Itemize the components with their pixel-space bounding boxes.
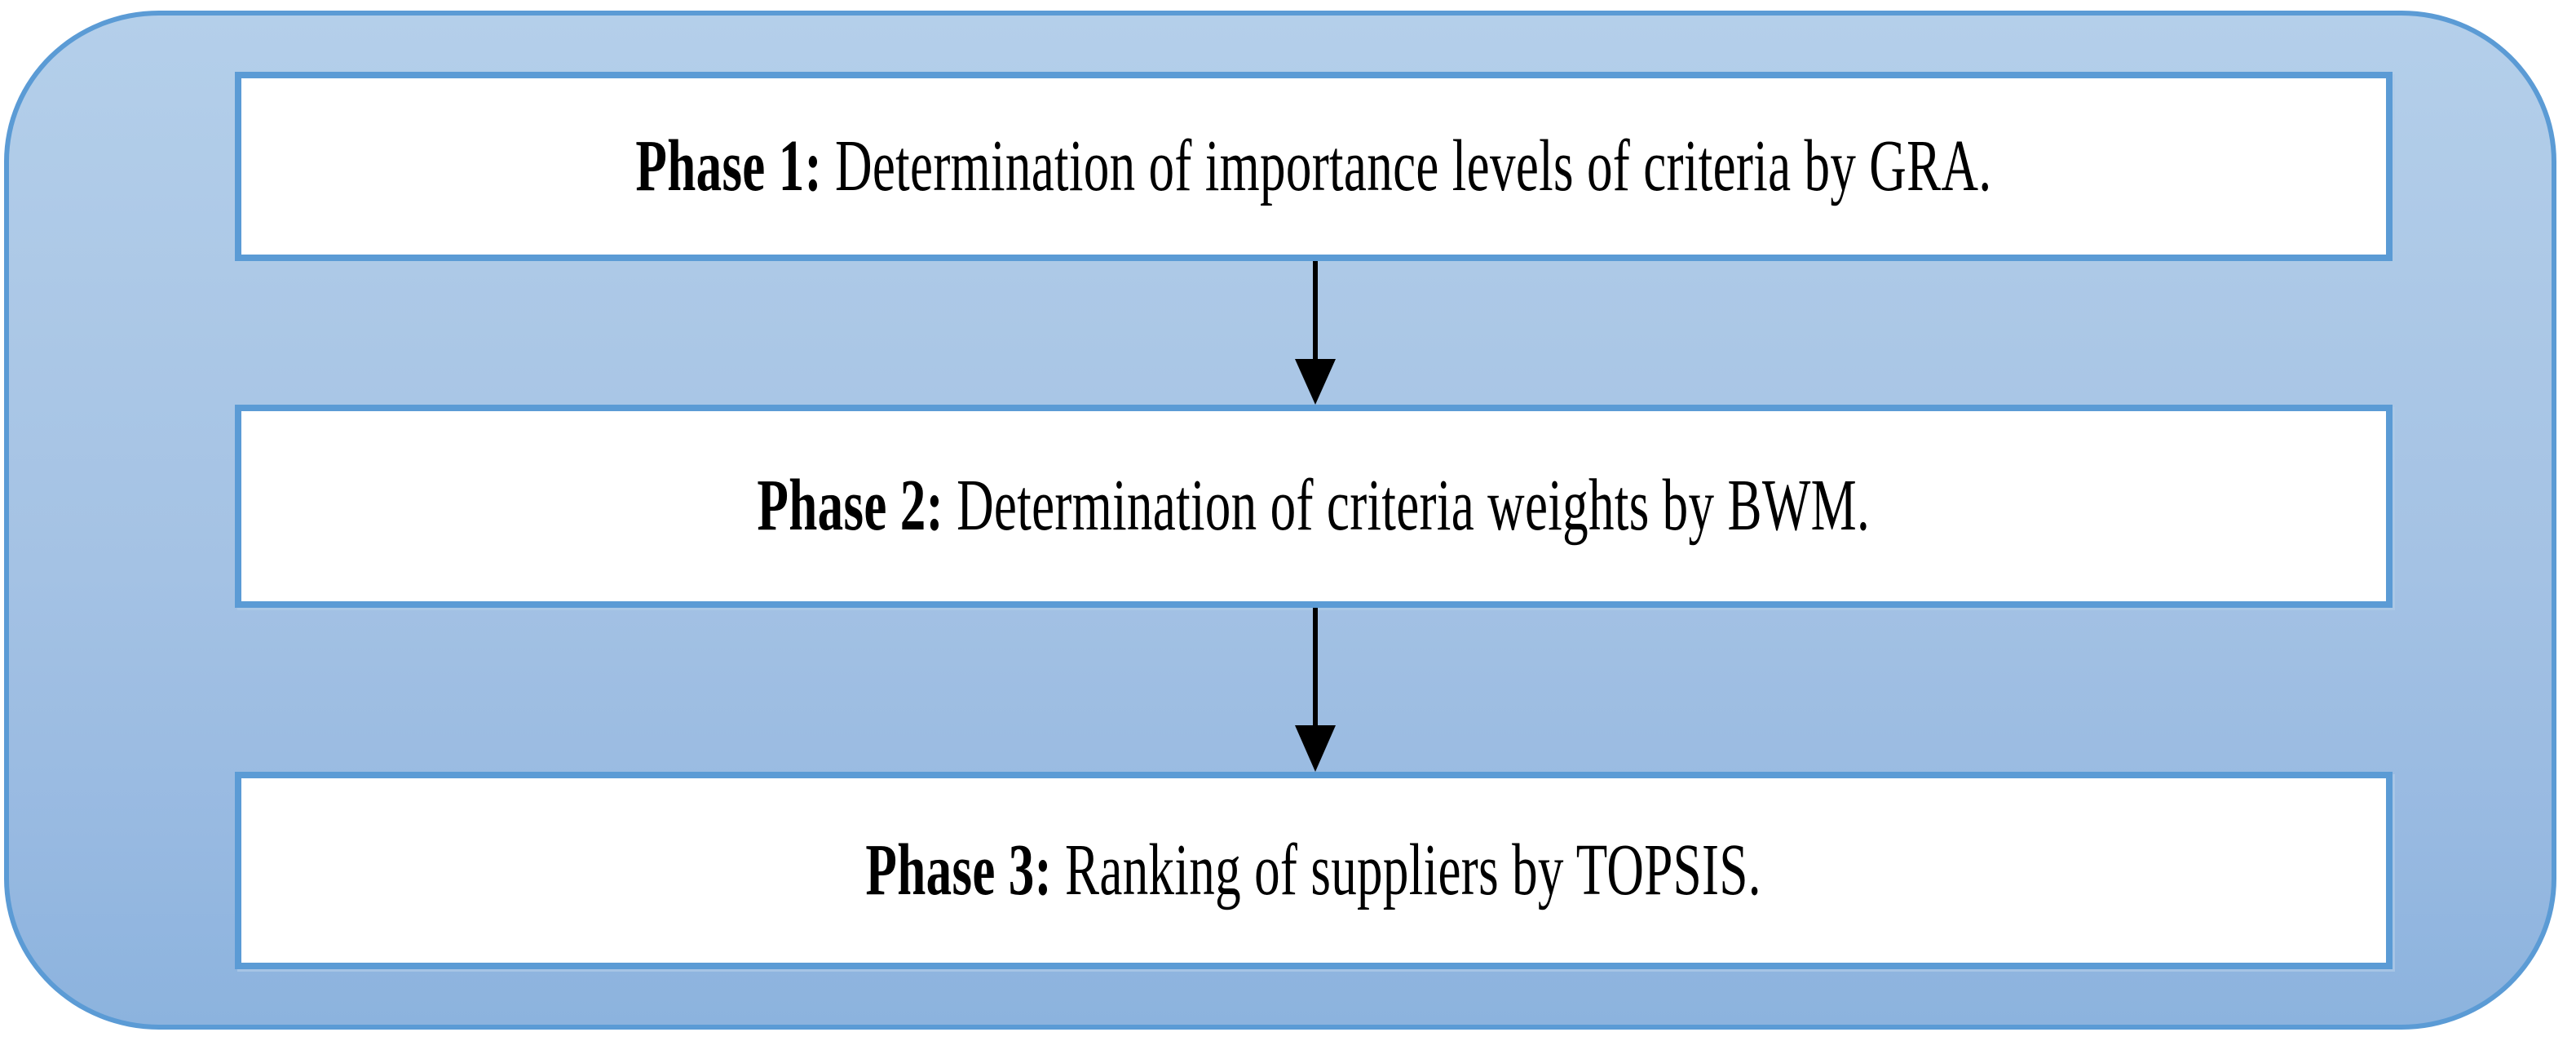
phase-2-text: Phase 2: Determination of criteria weigh… <box>758 467 1871 545</box>
phase-3-description: Ranking of suppliers by TOPSIS. <box>1052 829 1762 910</box>
phase-2-label: Phase 2: <box>757 465 944 547</box>
phase-2-description: Determination of criteria weights by BWM… <box>943 465 1871 547</box>
phase-box-2[interactable]: Phase 2: Determination of criteria weigh… <box>235 405 2393 608</box>
phase-1-description: Determination of importance levels of cr… <box>821 125 1992 206</box>
phase-1-label: Phase 1: <box>635 125 822 206</box>
down-arrow-icon <box>1295 608 1336 772</box>
phase-3-label: Phase 3: <box>865 829 1053 910</box>
phase-box-3[interactable]: Phase 3: Ranking of suppliers by TOPSIS. <box>235 772 2393 969</box>
connector-arrow-2 <box>1287 608 1344 772</box>
down-arrow-icon <box>1295 261 1336 405</box>
phase-3-text: Phase 3: Ranking of suppliers by TOPSIS. <box>865 829 1762 910</box>
phase-1-text: Phase 1: Determination of importance lev… <box>635 125 1992 206</box>
phase-box-1[interactable]: Phase 1: Determination of importance lev… <box>235 72 2393 261</box>
connector-arrow-1 <box>1287 261 1344 405</box>
